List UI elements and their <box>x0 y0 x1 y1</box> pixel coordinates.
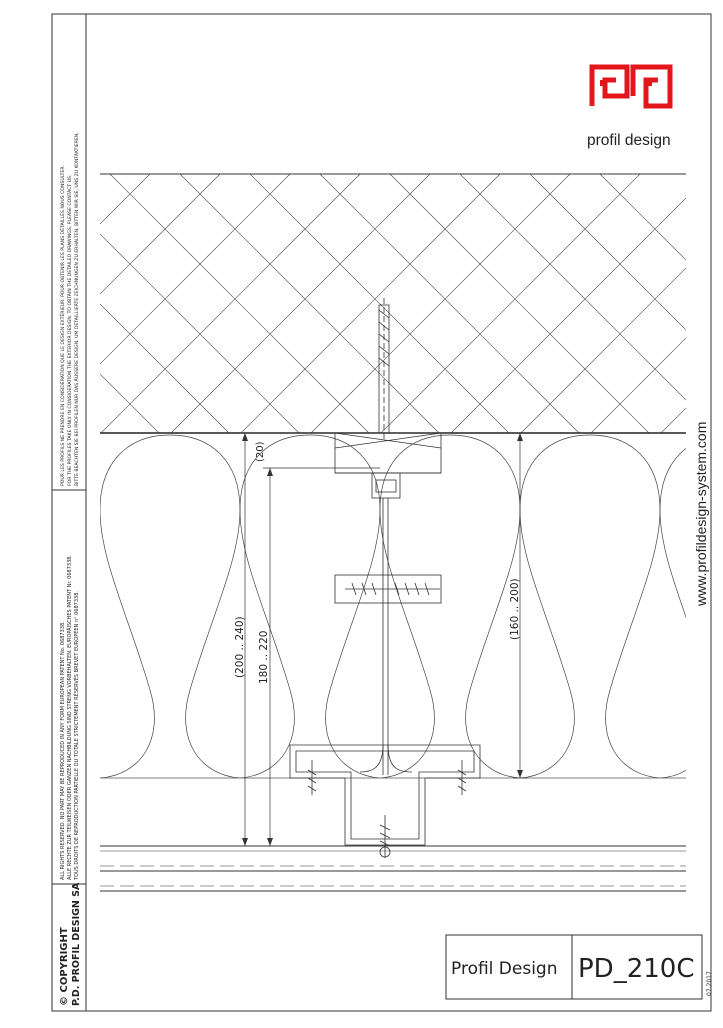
note-text-fr: POUR LES PROFILS NE PRENDRE EN CONSIDÉRA… <box>58 165 66 486</box>
title-company: Profil Design <box>451 959 558 979</box>
anchor-bracket-assembly <box>289 298 481 858</box>
title-date: 07.2017 <box>706 971 713 996</box>
dim-offset-label: (20) <box>255 441 266 462</box>
screw-right <box>457 760 467 795</box>
rights-text-de: ALLE RECHTE ZUR TEILWEISEN ODER GANZEN N… <box>66 555 73 880</box>
screw-center <box>379 815 391 858</box>
note-text-de: BITTE BEACHTEN SIE BEI PROFILEN NUR DAS … <box>73 132 80 486</box>
lower-bracket <box>334 574 442 604</box>
dim-insulation-label: (160 .. 200) <box>509 578 521 640</box>
dimension-lines <box>240 432 527 847</box>
nut <box>371 472 401 499</box>
copyright-line-2: P.D. PROFIL DESIGN SA <box>71 882 82 1006</box>
masonry-hatch <box>100 174 686 433</box>
wall-dowel <box>378 304 390 434</box>
sheet-border <box>51 13 712 1012</box>
dim-bracket-label: 180 .. 220 <box>258 631 270 684</box>
website-url: www.profildesign-system.com <box>693 422 709 607</box>
copyright-line-1: © COPYRIGHT <box>59 927 70 1006</box>
bracket-plate <box>334 432 442 474</box>
rights-text-en: ALL RIGHTS RESERVED. NO PART MAY BE REPR… <box>60 621 66 880</box>
title-block: Profil Design PD_210C 07.2017 <box>445 934 713 1000</box>
dimension-arrows <box>242 433 523 846</box>
cladding-lines <box>100 845 686 892</box>
rights-text-fr: TOUS DROITS DE REPRODUCTION PARTIELLE OU… <box>72 591 80 881</box>
title-code: PD_210C <box>578 954 694 984</box>
insulation-symbol <box>100 434 686 778</box>
screw-left <box>307 760 317 795</box>
dim-total-label: (200 .. 240) <box>234 616 246 678</box>
profil-design-logo: profil design <box>587 64 673 149</box>
note-text-en: FOR THE PROFILES TAKE ONLY IN CONSIDERAT… <box>67 175 73 486</box>
brand-text: profil design <box>587 132 671 149</box>
